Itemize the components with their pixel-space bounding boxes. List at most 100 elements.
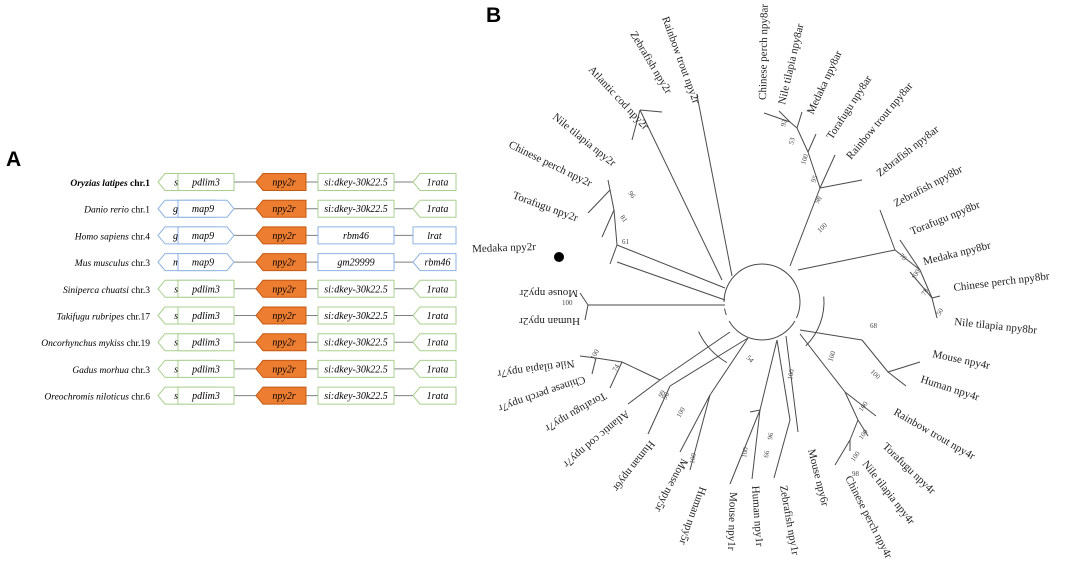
tree-branch	[919, 269, 933, 299]
tree-branch	[616, 261, 726, 301]
gene-1rata: 1rata	[412, 359, 457, 378]
tree-leaf-label: Nile tilapia npy2r	[550, 111, 618, 169]
gene-label: npy2r	[272, 364, 295, 375]
tree-branch	[609, 244, 618, 265]
tree-leaf-label: Torafugu npy2r	[511, 190, 580, 225]
bootstrap-value: 100	[857, 428, 870, 442]
bootstrap-value: 100	[849, 450, 862, 464]
species-label: Siniperca chuatsi chr.3	[63, 286, 150, 296]
tree-branch	[607, 179, 611, 191]
gene-arrow	[412, 199, 457, 218]
tree-branch	[647, 385, 671, 435]
tree-leaf-label: Zebrafish npy8ar	[874, 123, 941, 179]
gene-label: 1rata	[427, 311, 449, 322]
tree-branch	[609, 361, 623, 389]
gene-npy2r: npy2r	[255, 253, 307, 272]
tree-leaf-label: Mouse npy4r	[931, 348, 991, 372]
bootstrap-value: 74	[611, 363, 622, 373]
tree-branch	[616, 244, 726, 289]
synteny-row: Oryzias latipes chr.1sorbs2apdlim3npy2rs…	[70, 173, 457, 191]
tree-arc	[805, 296, 825, 347]
bootstrap-value: 100	[910, 267, 922, 281]
synteny-row: Oncorhynchus mykiss chr.19sorbs2apdlim3n…	[41, 333, 457, 352]
gene-1rata: 1rata	[412, 386, 457, 405]
tree-branch	[844, 391, 877, 417]
synteny-row: Mus musculus chr.3mir7010map9npy2rgm2999…	[74, 253, 457, 272]
gene-arrow	[255, 279, 307, 298]
gene-label: lrat	[427, 231, 442, 242]
tree-branch	[819, 154, 836, 189]
gene-gm29999: gm29999	[317, 253, 395, 272]
gene-label: 1rata	[427, 178, 449, 189]
gene-pdlim3: pdlim3	[177, 333, 235, 352]
bootstrap-value: 100	[799, 153, 810, 166]
bootstrap-value: 53	[787, 136, 797, 145]
tree-leaf-label: Zebrafish npy1r	[777, 484, 801, 556]
gene-arrow	[412, 226, 457, 245]
bootstrap-value: 100	[786, 368, 796, 380]
tree-branches	[554, 94, 941, 485]
tree-branch	[931, 295, 941, 299]
tree-branch	[579, 355, 597, 359]
gene-si-dkey-30k22-5: si:dkey-30k22.5	[317, 173, 395, 191]
gene-arrow	[412, 306, 457, 325]
gene-arrow	[255, 333, 307, 352]
gene-label: si:dkey-30k22.5	[324, 391, 388, 402]
tree-branch	[601, 209, 615, 238]
gene-label: 1rata	[427, 284, 449, 295]
synteny-diagram: Oryzias latipes chr.1sorbs2apdlim3npy2rs…	[41, 173, 457, 405]
gene-arrow	[317, 306, 395, 325]
tree-branch	[591, 357, 597, 375]
gene-label: map9	[192, 231, 214, 242]
bootstrap-value: 54	[745, 354, 756, 365]
gene-label: pdlim3	[191, 338, 220, 349]
synteny-row: Oreochromis niloticus chr.6sorbs2apdlim3…	[44, 386, 457, 405]
gene-label: si:dkey-30k22.5	[324, 284, 388, 295]
gene-1rata: 1rata	[412, 333, 457, 352]
tree-branch	[729, 409, 761, 485]
synteny-row: Homo sapiens chr.4gucy1a1map9npy2rrbm46l…	[74, 226, 457, 245]
gene-si-dkey-30k22-5: si:dkey-30k22.5	[317, 306, 395, 325]
tree-branch	[631, 109, 641, 141]
tree-arc	[728, 320, 796, 341]
gene-label: 1rata	[427, 364, 449, 375]
gene-npy2r: npy2r	[255, 386, 307, 405]
tree-leaf-label: Medaka npy2r	[472, 241, 537, 255]
tree-branch	[749, 409, 761, 413]
tree-branch	[621, 361, 661, 381]
gene-si-dkey-30k22-5: si:dkey-30k22.5	[317, 386, 395, 405]
tree-leaf-label: Human npy2r	[519, 315, 580, 327]
bootstrap-value: 92	[779, 118, 789, 127]
gene-arrow	[412, 333, 457, 352]
tree-branch	[773, 419, 791, 479]
gene-arrow	[177, 386, 235, 405]
gene-arrow	[317, 173, 395, 191]
tree-branch	[796, 127, 809, 153]
gene-npy2r: npy2r	[255, 226, 307, 245]
tree-branch	[844, 391, 859, 421]
bootstrap-value: 96	[626, 190, 637, 201]
species-label: Homo sapiens chr.4	[74, 232, 150, 242]
gene-map9: map9	[177, 253, 235, 272]
gene-pdlim3: pdlim3	[177, 359, 235, 378]
tree-leaf-label: Human npy6r	[610, 438, 657, 494]
tree-branch	[639, 109, 663, 113]
tree-leaf-label: Mouse npy6r	[805, 448, 831, 508]
synteny-row: Gadus morhua chr.3sorbs2apdlim3npy2rsi:d…	[72, 359, 457, 378]
tree-branch	[595, 357, 623, 363]
gene-1rata: 1rata	[412, 279, 457, 298]
tree-branch	[887, 361, 921, 373]
gene-si-dkey-30k22-5: si:dkey-30k22.5	[317, 199, 395, 218]
gene-label: pdlim3	[191, 364, 220, 375]
tree-arc	[723, 263, 801, 319]
synteny-row: Takifugu rubripes chr.17sorbs2apdlim3npy…	[57, 306, 457, 325]
bootstrap-value: 100	[816, 221, 829, 234]
gene-arrow	[412, 253, 457, 272]
gene-arrow	[177, 359, 235, 378]
species-label: Oreochromis niloticus chr.6	[44, 393, 150, 403]
tree-leaf-label: Medaka npy8br	[922, 239, 993, 268]
tree-leaf-label: Chinese perch npy8br	[953, 270, 1051, 294]
tree-leaf-label: Human npy5r	[676, 485, 708, 547]
gene-label: 1rata	[427, 338, 449, 349]
gene-arrow	[177, 173, 235, 191]
